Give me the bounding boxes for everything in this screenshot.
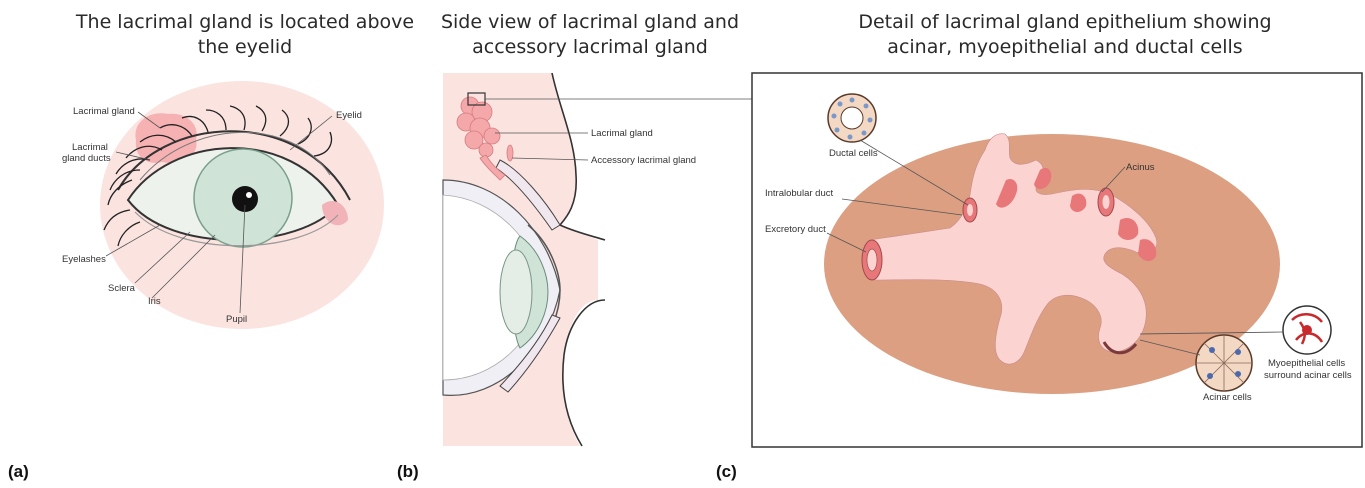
label-excretory-duct: Excretory duct <box>765 224 826 235</box>
label-acinar-cells: Acinar cells <box>1203 392 1252 403</box>
label-lacrimal-gland-ducts-line1: Lacrimal <box>72 142 108 153</box>
label-eyelid: Eyelid <box>336 110 362 121</box>
acinus-end <box>1098 188 1114 216</box>
label-ductal-cells: Ductal cells <box>829 148 878 159</box>
label-lacrimal-gland-a: Lacrimal gland <box>73 106 135 117</box>
panel-a-eye-illustration: Lacrimal gland Lacrimal gland ducts Eyel… <box>62 81 384 329</box>
myoepithelial-cells-inset <box>1283 306 1331 354</box>
excretory-duct-end <box>862 240 882 280</box>
label-lacrimal-gland-b: Lacrimal gland <box>591 128 653 139</box>
pupil-highlight <box>246 192 252 198</box>
intralobular-duct-end <box>963 198 977 222</box>
label-iris: Iris <box>148 296 161 307</box>
acinar-cells-inset <box>1196 335 1252 391</box>
label-eyelashes: Eyelashes <box>62 254 106 265</box>
label-myoepithelial-line1: Myoepithelial cells <box>1268 358 1345 369</box>
ductal-cells-inset <box>828 94 876 142</box>
label-intralobular-duct: Intralobular duct <box>765 188 833 199</box>
lens-shape <box>500 250 532 334</box>
panel-b-side-view: Lacrimal gland Accessory lacrimal gland <box>443 73 752 446</box>
panel-c-epithelium-detail: Ductal cells Acinus Intralobular duct Ex… <box>752 73 1362 447</box>
label-myoepithelial-line2: surround acinar cells <box>1264 370 1352 381</box>
label-acinus: Acinus <box>1126 162 1155 173</box>
label-pupil: Pupil <box>226 314 247 325</box>
label-lacrimal-gland-ducts-line2: gland ducts <box>62 153 111 164</box>
label-sclera: Sclera <box>108 283 136 294</box>
label-accessory-lacrimal-gland: Accessory lacrimal gland <box>591 155 696 166</box>
